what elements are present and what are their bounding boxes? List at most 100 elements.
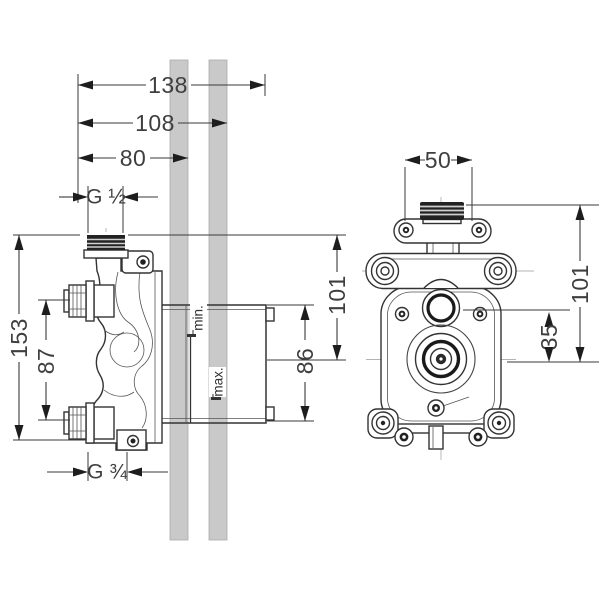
body-contour-3 [103,329,125,336]
wall-band-1 [170,60,188,540]
wedge-detail [442,396,470,407]
screw-pin [478,312,482,316]
arrow-left [73,467,88,477]
cartridge-circles [406,324,476,407]
lower-inlet-elbow [63,402,115,444]
center-tab [428,425,444,450]
side-wing-bar [365,252,517,290]
wing-bar [365,252,517,290]
dim-138: 138 [78,72,265,98]
dim-g-half: G ½ [59,186,158,209]
dim-label-101-side: 101 [324,275,350,315]
dim-label-87: 87 [33,348,59,375]
wall-layers [169,59,228,541]
lower-elbow-collar [85,402,95,444]
dim-label-153: 153 [6,318,32,358]
wall-band-1-edge [169,59,189,541]
dim-label-80: 80 [120,145,147,171]
top-port-ring [426,293,456,323]
dim-label-86: 86 [292,348,318,375]
cartridge-ring-1 [406,324,476,394]
arrow-left [78,153,93,163]
front-view-drawing [362,197,534,460]
cartridge-center [439,357,443,361]
max-label: max. [211,367,226,396]
body-contour-2 [133,271,153,429]
boss-left-inner [380,266,390,276]
upper-elbow-ring [63,289,70,313]
mounting-tab [121,250,154,274]
dim-label-35: 35 [536,324,562,351]
dim-86: 86 [292,305,318,421]
housing-tab-top [265,307,275,322]
dim-label-101-front: 101 [567,264,593,304]
min-label: min. [191,305,206,331]
arrow-down [575,347,585,362]
dim-87: 87 [33,300,59,420]
side-view-drawing: min. max. [63,228,275,451]
arrow-down [300,406,310,421]
arrow-left [78,118,93,128]
foot-screw-right-pin [476,435,480,439]
dim-g-three-quarter: G ¾ [47,461,168,484]
g-half-cap-front [420,202,464,225]
dim-label-50: 50 [425,147,452,173]
cap-front-collar [422,218,462,225]
arrow-down [332,345,342,360]
dim-label-g-three-quarter: G ¾ [87,461,127,484]
upper-inlet-elbow [63,280,115,322]
dimensions: 138 108 80 G ½ [6,72,599,484]
screw-pin [400,312,404,316]
arrow-right [123,192,138,202]
dim-108: 108 [78,110,227,136]
min-label-halo [190,303,207,335]
arrow-down [14,425,24,440]
max-label-halo [209,367,226,397]
arrow-left [73,192,88,202]
cap-collar [83,249,129,259]
plaster-depth-labels: min. max. [187,303,226,400]
arrow-left [405,155,420,165]
arrow-right [173,153,188,163]
arrow-right [457,155,472,165]
body-screws-top [394,306,488,322]
top-port [421,288,461,328]
dim-101-front: 101 [567,205,593,362]
arrow-up [41,300,51,315]
wall-band-2-edge [208,59,228,541]
arrow-left [78,80,93,90]
foot-tab [116,429,147,451]
min-tick [187,334,196,337]
lower-elbow-nut [68,406,87,440]
bottom-feet [367,399,515,450]
arrow-up [332,235,342,250]
arrow-right [250,80,265,90]
dim-50: 50 [405,147,472,173]
mounting-bracket [393,218,492,244]
arrow-up [300,305,310,320]
dim-101-side: 101 [324,235,350,360]
lower-elbow-body [93,406,115,440]
g-half-cap [83,228,129,259]
foot-screw-left-pin [402,435,406,439]
dim-153: 153 [6,235,32,440]
wall-band-2 [209,60,227,540]
foot-boss-left-center [380,420,386,426]
upper-elbow-body [93,284,115,318]
foot-hole-inner [130,438,136,444]
foot-boss-right-center [496,420,502,426]
housing-tab-bottom [265,406,275,421]
bottom-center-screw-pin [434,406,438,410]
dim-35: 35 [536,312,562,362]
upper-elbow-nut [68,284,87,318]
dim-label-g-half: G ½ [86,186,126,209]
arrow-up [544,312,554,327]
arrow-up [575,205,585,220]
dim-label-138: 138 [148,72,188,98]
bracket-hole-right-pin [477,228,481,232]
max-tick [211,397,221,400]
upper-elbow-collar [85,280,95,322]
dim-80: 80 [78,145,188,171]
body-contour-4 [103,389,135,397]
